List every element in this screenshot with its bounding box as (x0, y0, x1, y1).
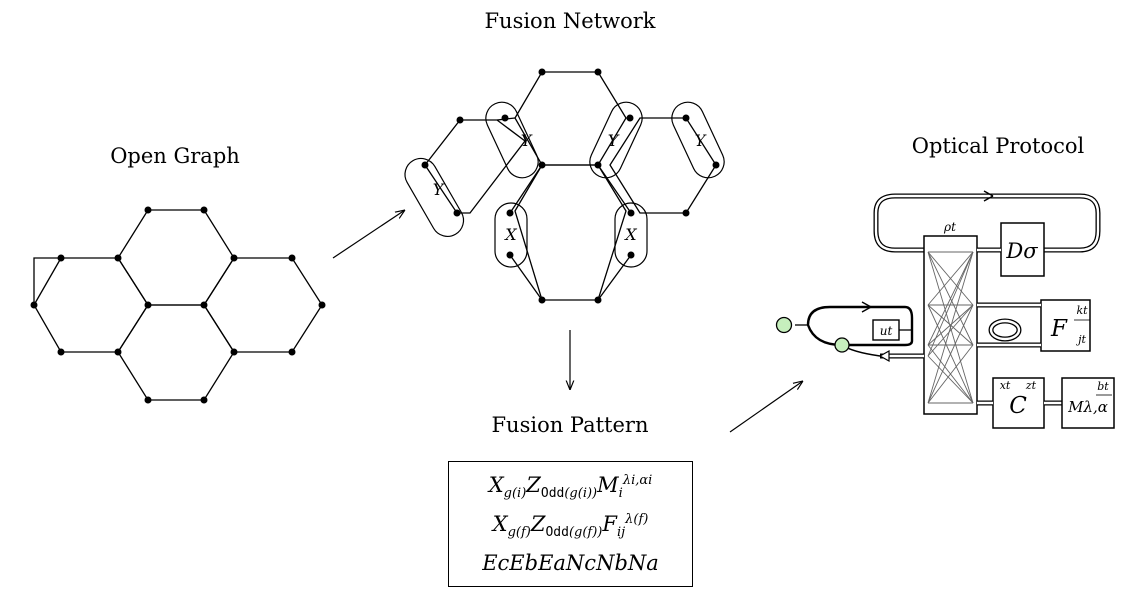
fusion-capsules (404, 101, 725, 268)
fusion-label-y2: Y (521, 131, 533, 150)
fusion-labels: Y Y Y Y X X (433, 131, 707, 244)
fusion-label-y4: Y (695, 131, 707, 150)
pattern-x2-sub: g(f) (507, 525, 531, 541)
m-top-label: bt (1097, 380, 1109, 393)
pattern-line-1: Xg(i)ZOdd(g(i))Miλi,αi (489, 474, 653, 500)
f-top-label: kt (1076, 304, 1088, 317)
u-label: ut (880, 324, 893, 338)
pattern-m-sub: i (618, 485, 623, 501)
green-source-node (775, 316, 793, 334)
arrow-pattern-to-protocol (729, 381, 803, 433)
fusion-label-x1: X (503, 225, 517, 244)
pattern-m: M (597, 472, 619, 497)
pattern-f-sup: λ(f) (625, 512, 649, 528)
c-z-label: zt (1025, 379, 1037, 392)
open-graph-title: Open Graph (110, 144, 240, 168)
fusion-label-y1: Y (433, 180, 445, 199)
optical-labels: ρt Dσ ut F kt jt C xt zt Mλ,α bt (880, 220, 1112, 419)
fusion-label-y3: Y (608, 131, 620, 150)
fusion-network-title: Fusion Network (484, 9, 655, 33)
green-beamsplitter-node (834, 337, 850, 353)
fusion-network-nodes (421, 68, 720, 304)
pattern-line-2: Xg(f)ZOdd(g(f))Fijλ(f) (493, 513, 649, 539)
pattern-z2-sub-rest: (g(f)) (568, 525, 603, 541)
f-label: F (1050, 316, 1068, 342)
optical-protocol (795, 190, 1115, 429)
fusion-pattern-title: Fusion Pattern (491, 413, 648, 437)
pattern-x-sub: g(i) (503, 485, 527, 501)
open-graph (33, 209, 323, 401)
pattern-m-sup: λi,αi (622, 472, 653, 488)
fusion-pattern-box: Xg(i)ZOdd(g(i))Miλi,αi Xg(f)ZOdd(g(f))Fi… (448, 461, 693, 587)
pattern-x: X (488, 472, 504, 497)
pattern-x2: X (492, 512, 508, 537)
c-x-label: xt (1000, 379, 1011, 392)
m-label: Mλ,α (1067, 398, 1108, 416)
open-graph-nodes (30, 206, 326, 404)
optical-wires (927, 251, 974, 404)
pattern-z2-sub-code: Odd (545, 525, 569, 541)
fusion-network (424, 71, 717, 301)
c-label: C (1009, 393, 1027, 419)
pattern-f: F (602, 512, 617, 537)
pattern-z-sub-rest: (g(i)) (564, 485, 598, 501)
pattern-z-sub-code: Odd (540, 485, 565, 501)
d-sigma-label: Dσ (1005, 239, 1038, 263)
fusion-label-x2: X (623, 225, 637, 244)
optical-protocol-title: Optical Protocol (912, 134, 1085, 158)
rho-label: ρt (943, 220, 956, 234)
pattern-z: Z (526, 472, 541, 497)
arrow-graph-to-network (332, 210, 405, 259)
pattern-line-3: EcEbEaNcNbNa (482, 551, 659, 576)
pattern-z2: Z (530, 512, 546, 537)
pattern-f-sub: ij (616, 525, 626, 541)
f-bottom-label: jt (1075, 333, 1086, 346)
